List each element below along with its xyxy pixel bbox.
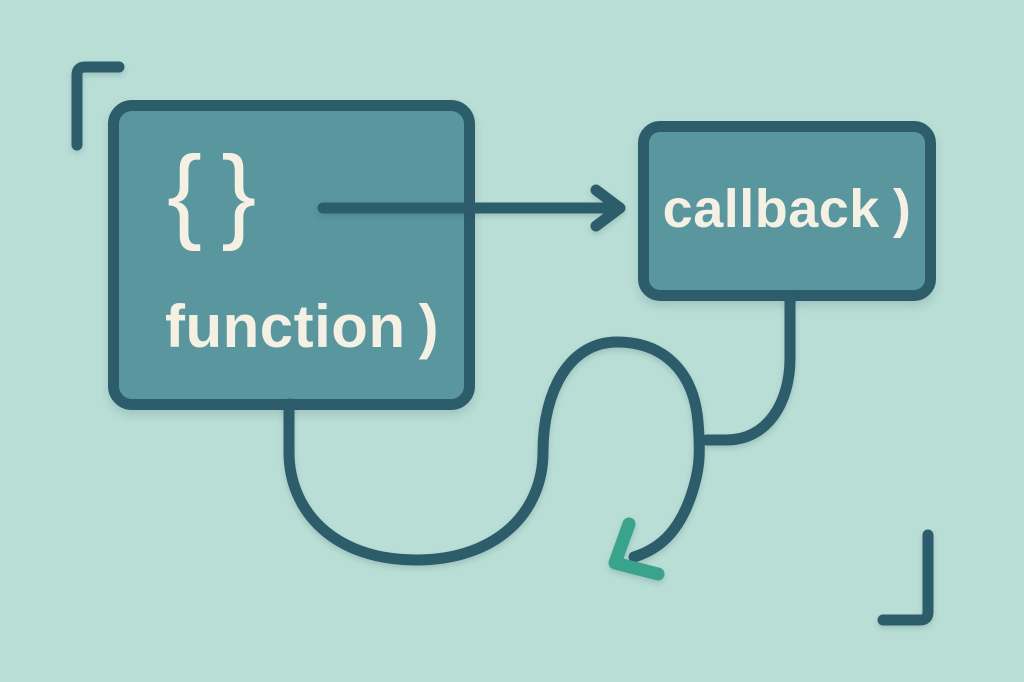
curly-braces-icon: { } (167, 135, 257, 252)
corner-bracket-bottom-right-icon (877, 529, 934, 626)
function-paren: ) (418, 293, 440, 360)
callback-label-text: callback (662, 179, 880, 239)
callback-label: callback) (663, 182, 912, 236)
function-label-text: function (165, 293, 406, 360)
chevron-down-left-icon (608, 517, 665, 581)
callback-box: callback) (638, 121, 936, 301)
function-box: { } function) (108, 100, 475, 410)
function-label: function) (165, 297, 439, 357)
callback-flow-connector (701, 290, 796, 446)
arrow-right-icon (590, 184, 626, 232)
callback-paren: ) (892, 179, 912, 239)
corner-bracket-top-left-icon (71, 61, 125, 151)
function-flow-curve (283, 336, 705, 566)
